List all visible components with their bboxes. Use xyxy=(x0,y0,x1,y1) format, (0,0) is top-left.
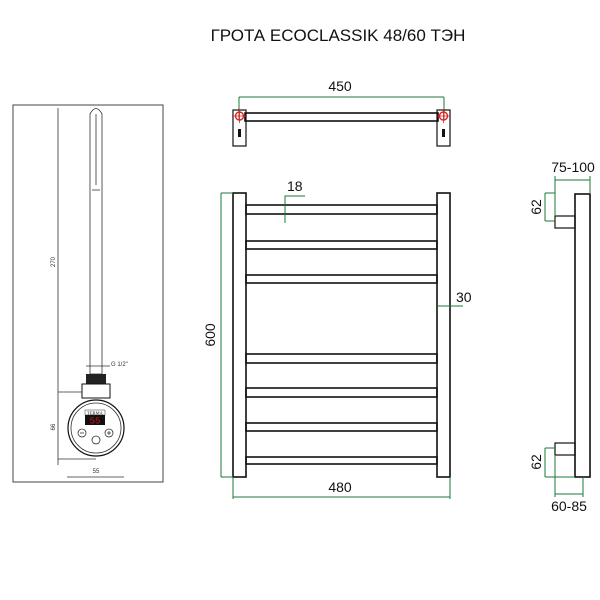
dim-480-label: 480 xyxy=(328,479,352,495)
top-rail xyxy=(244,112,439,122)
dim-600-label: 600 xyxy=(202,323,218,347)
rail xyxy=(245,422,438,432)
power-button-icon[interactable] xyxy=(91,435,101,445)
rail xyxy=(245,456,438,465)
rail xyxy=(245,204,438,215)
top-view: 450 xyxy=(232,78,451,147)
brand-label: TERMA xyxy=(87,410,104,415)
rail xyxy=(245,240,438,250)
control-head xyxy=(67,399,125,457)
dim-62-top-label: 62 xyxy=(528,199,544,215)
dim-length-label: 270 xyxy=(51,256,57,267)
dim-62-bottom-label: 62 xyxy=(528,454,544,470)
dim-60-85-label: 60-85 xyxy=(551,498,587,514)
rails xyxy=(245,204,438,465)
minus-button-icon[interactable] xyxy=(77,428,87,438)
dim-30-label: 30 xyxy=(456,289,472,305)
control-head-inner xyxy=(70,402,122,454)
crosshair xyxy=(232,109,247,123)
heating-element-tube xyxy=(89,108,103,375)
dim-thread-label: G 1/2" xyxy=(111,362,128,368)
dim-75-100-label: 75-100 xyxy=(551,159,595,175)
left-post xyxy=(232,192,247,478)
top-wall-bracket xyxy=(554,215,576,229)
plus-button-icon[interactable] xyxy=(104,428,114,438)
dim-head-height-label: 66 xyxy=(51,423,57,430)
plus-glyph xyxy=(107,431,111,435)
dim-18-label: 18 xyxy=(287,178,303,194)
head-neck xyxy=(81,383,111,399)
keyhole-icon xyxy=(442,129,445,137)
side-view: 75-100 62 62 60-85 xyxy=(528,159,595,514)
thread-nut xyxy=(86,374,106,384)
heater-frame xyxy=(12,104,164,483)
keyhole-icon xyxy=(238,129,241,137)
rail xyxy=(245,387,438,398)
bottom-wall-bracket xyxy=(554,442,576,456)
dim-line-18 xyxy=(284,195,305,223)
dim-450-label: 450 xyxy=(328,78,352,94)
rail xyxy=(245,353,438,364)
front-view: 18 30 600 480 xyxy=(202,178,472,499)
display-value: 55 xyxy=(90,417,101,427)
heater-panel: 270 G 1/2" TERMA 55 66 55 xyxy=(12,104,164,483)
temperature-display xyxy=(85,415,105,425)
rail xyxy=(245,274,438,284)
side-post xyxy=(574,193,591,478)
drawing-title: ГРОТА ECOCLASSIK 48/60 ТЭН xyxy=(211,26,466,45)
right-post xyxy=(436,192,451,478)
dim-head-width-label: 55 xyxy=(93,469,100,475)
crosshair xyxy=(436,109,451,123)
